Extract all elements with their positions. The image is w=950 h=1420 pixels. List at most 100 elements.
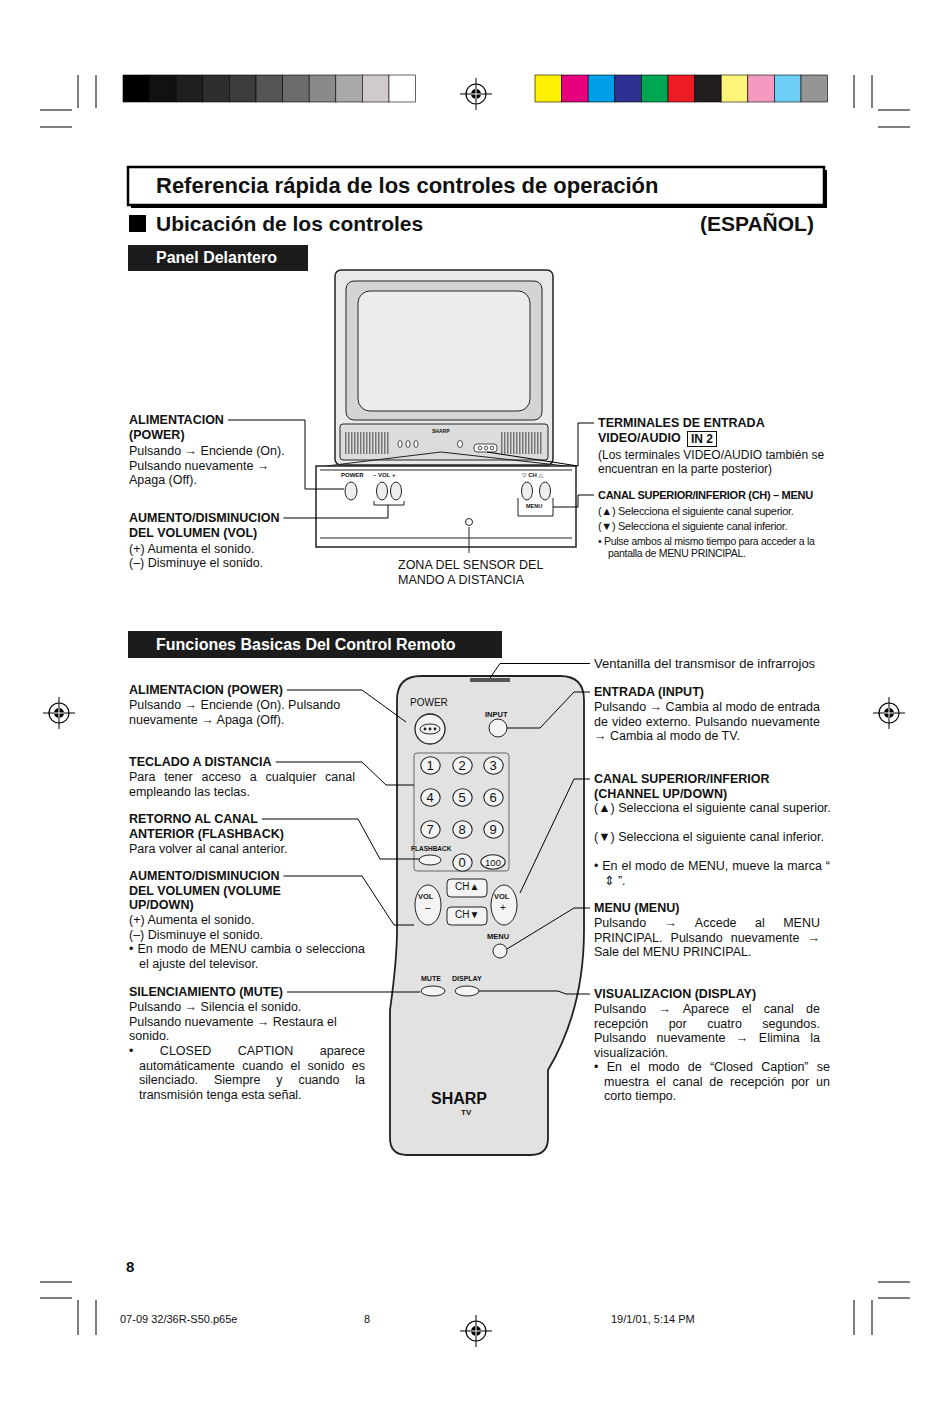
label-text: • En el modo de “Closed Caption” se mues… <box>594 1060 830 1103</box>
leader-line <box>283 876 414 925</box>
color-bar <box>641 75 668 102</box>
label-text: Pulsando → Enciende (On). Pulsando nueva… <box>129 444 285 487</box>
label-text: Para tener acceso a cualquier canal empl… <box>129 770 355 799</box>
tv-illustration <box>398 441 402 448</box>
remote-control <box>419 855 441 865</box>
label-text: (▼) Selecciona el siguiente canal inferi… <box>594 830 839 845</box>
front-panel <box>377 482 388 500</box>
tv-illustration <box>406 441 410 448</box>
label-text: Para tener acceso a cualquier canal empl… <box>129 770 355 799</box>
label-text: + <box>500 902 506 913</box>
label-text: Pulsando → Aparece el canal de recepción… <box>594 1002 820 1060</box>
label-heading: AUMENTO/DISMINUCION DEL VOLUMEN (VOL) <box>129 511 284 540</box>
label-heading: RETORNO AL CANAL ANTERIOR (FLASHBACK) <box>129 812 294 841</box>
remote-control <box>493 944 507 958</box>
tv-illustration <box>414 441 418 448</box>
label-text: 8 <box>364 1313 370 1325</box>
label-text: Ubicación de los controles <box>156 212 423 235</box>
label-text: Pulsando → Silencia el sonido. Pulsando … <box>129 1000 337 1043</box>
leader-line <box>507 692 590 728</box>
label-heading: MENU (MENU) <box>594 901 679 916</box>
key-outline <box>483 756 502 773</box>
label-text: (▲) Selecciona el siguiente canal superi… <box>594 801 831 815</box>
tv-illustration <box>346 281 542 420</box>
key-button: 9 <box>483 820 504 839</box>
label-text: (ESPAÑOL) <box>700 212 814 235</box>
label-text: ENTRADA (INPUT) <box>594 685 704 699</box>
remote-control <box>491 885 517 925</box>
label-text: Pulsando → Cambia al modo de entrada de … <box>594 700 820 744</box>
front-panel <box>316 466 576 553</box>
color-bar <box>309 75 336 102</box>
label-heading: ALIMENTACION (POWER) <box>129 413 239 442</box>
color-bar <box>203 75 230 102</box>
label-text: (▼) Selecciona el siguiente canal inferi… <box>594 830 824 844</box>
remote-control <box>420 724 440 734</box>
node-text: Panel Delantero <box>156 249 277 267</box>
label-text: TECLADO A DISTANCIA <box>129 755 272 769</box>
section-band: Panel Delantero <box>128 245 308 271</box>
color-bar <box>150 75 177 102</box>
color-bar <box>562 75 589 102</box>
front-panel <box>469 527 470 553</box>
leader-line <box>507 908 590 949</box>
label-heading: – VOL + <box>373 472 395 479</box>
label-heading: Ubicación de los controles <box>156 212 423 236</box>
tv-illustration <box>484 446 488 450</box>
registration-mark <box>43 697 75 729</box>
label-text: ALIMENTACION (POWER) <box>129 683 283 697</box>
label-text: CH▲ <box>455 881 479 892</box>
node-text: 8 <box>458 822 465 837</box>
label-text: AUMENTO/DISMINUCION DEL VOLUMEN (VOLUME … <box>129 869 281 912</box>
color-bar <box>695 75 722 102</box>
label-text: ZONA DEL SENSOR DEL MANDO A DISTANCIA <box>398 558 543 587</box>
label-text: • En el modo de MENU, mueve la marca “ ⇕… <box>594 859 830 888</box>
color-bar <box>748 75 775 102</box>
label-text: ZONA DEL SENSOR DEL MANDO A DISTANCIA <box>398 558 563 587</box>
node-text: 9 <box>489 822 496 837</box>
color-bar <box>256 75 283 102</box>
label-heading: AUMENTO/DISMINUCION DEL VOLUMEN (VOLUME … <box>129 869 284 913</box>
remote-control <box>390 676 584 1155</box>
remote-control <box>447 907 487 925</box>
leader-line <box>283 505 388 518</box>
node-text: 1 <box>426 758 433 773</box>
label-text: 19/1/01, 5:14 PM <box>611 1313 695 1326</box>
label-text: – VOL + <box>373 472 395 478</box>
label-text: (▼) Selecciona el siguiente canal inferi… <box>598 520 787 533</box>
remote-control <box>447 879 487 897</box>
key-outline <box>483 788 502 805</box>
key-outline <box>420 820 439 837</box>
label-text: Pulsando → Cambia al modo de entrada de … <box>594 700 820 743</box>
crop-mark <box>854 75 910 127</box>
node-text: IN 2 <box>691 432 713 446</box>
label-text: Pulsando → Enciende (On). Pulsando nueva… <box>129 444 289 488</box>
label-text: TERMINALES DE ENTRADA VIDEO/AUDIO <box>598 416 764 445</box>
tv-illustration <box>340 424 548 460</box>
label-text: RETORNO AL CANAL ANTERIOR (FLASHBACK) <box>129 812 284 841</box>
title-frame <box>128 167 826 207</box>
label-text: (–) Disminuye el sonido. <box>129 928 263 943</box>
label-text: SHARP <box>432 428 450 434</box>
tv-illustration <box>490 446 494 450</box>
label-heading: SHARP <box>431 1090 487 1109</box>
crop-mark <box>40 75 910 1335</box>
key-outline <box>452 788 471 805</box>
leader-line <box>490 664 590 679</box>
remote-control <box>415 714 445 744</box>
title-frame <box>131 170 826 207</box>
label-text: CANAL SUPERIOR/INFERIOR (CHANNEL UP/DOWN… <box>594 772 769 801</box>
label-text: POWER <box>410 697 448 708</box>
label-text: Pulsando → Enciende (On). Pulsando nueva… <box>129 698 355 727</box>
label-text: CH▼ <box>455 909 479 921</box>
front-panel <box>522 482 533 500</box>
leader-line <box>479 991 590 994</box>
label-text: 8 <box>126 1258 134 1275</box>
label-text: Ventanilla del transmisor de infrarrojos <box>594 656 815 671</box>
label-text: (Los terminales VIDEO/AUDIO también se e… <box>598 448 824 476</box>
label-heading: POWER <box>341 472 364 479</box>
label-text: MENU (MENU) <box>594 901 679 915</box>
label-text: – <box>425 902 431 913</box>
label-text: SILENCIAMIENTO (MUTE) <box>129 985 283 999</box>
